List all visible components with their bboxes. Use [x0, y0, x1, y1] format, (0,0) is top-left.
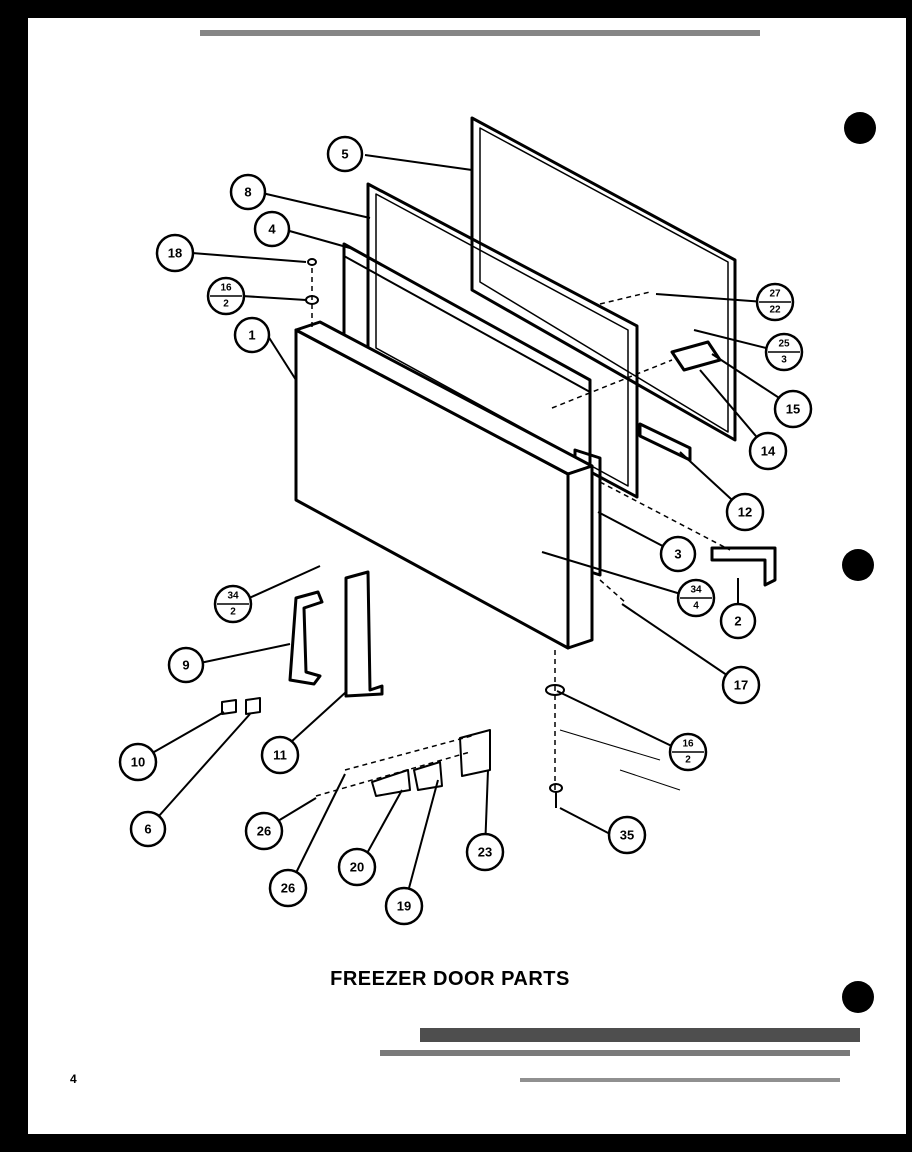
- callout-19: 19: [384, 886, 424, 926]
- part-35-pin: [549, 783, 563, 808]
- svg-text:34: 34: [227, 591, 239, 602]
- svg-text:10: 10: [131, 755, 145, 770]
- svg-text:2: 2: [223, 299, 229, 310]
- callout-26-lower: 26: [268, 868, 308, 908]
- svg-text:11: 11: [273, 748, 287, 763]
- svg-text:16: 16: [682, 739, 694, 750]
- svg-text:35: 35: [620, 828, 634, 843]
- registration-mark: [842, 981, 874, 1013]
- callout-12: 12: [725, 492, 765, 532]
- part-11-handle-bracket: [344, 570, 384, 698]
- callout-17: 17: [721, 665, 761, 705]
- callout-5: 5: [326, 135, 364, 173]
- part-20-bracket: [371, 769, 411, 797]
- assembly-lines: [311, 268, 731, 797]
- page-number: 4: [70, 1072, 77, 1086]
- svg-text:16: 16: [220, 283, 232, 294]
- callout-18: 18: [155, 233, 195, 273]
- diagram-title: FREEZER DOOR PARTS: [330, 968, 570, 990]
- scan-noise: [200, 30, 860, 1082]
- callout-2: 2: [719, 602, 757, 640]
- callout-16-over-2-lower: 162: [668, 732, 708, 772]
- part-9-handle: [288, 590, 324, 686]
- part-5-gasket: [470, 116, 737, 442]
- callout-34-over-4: 344: [676, 578, 716, 618]
- callout-16-over-2: 162: [206, 276, 246, 316]
- svg-text:34: 34: [690, 585, 702, 596]
- callout-20: 20: [337, 847, 377, 887]
- svg-text:3: 3: [674, 547, 681, 562]
- svg-text:12: 12: [738, 505, 752, 520]
- leader-lines: [139, 154, 794, 904]
- svg-text:2: 2: [734, 614, 741, 629]
- callout-1: 1: [233, 316, 271, 354]
- svg-text:22: 22: [769, 305, 781, 316]
- registration-mark: [842, 549, 874, 581]
- svg-text:19: 19: [397, 899, 411, 914]
- callout-11: 11: [260, 735, 300, 775]
- part-6-cap: [245, 697, 261, 715]
- svg-text:3: 3: [781, 355, 787, 366]
- svg-text:26: 26: [257, 824, 271, 839]
- callout-26: 26: [244, 811, 284, 851]
- svg-text:6: 6: [144, 822, 151, 837]
- svg-text:25: 25: [778, 339, 790, 350]
- svg-text:1: 1: [248, 328, 255, 343]
- callout-3: 3: [659, 535, 697, 573]
- svg-text:20: 20: [350, 860, 364, 875]
- callout-9: 9: [167, 646, 205, 684]
- callout-14: 14: [748, 431, 788, 471]
- callout-34-over-2: 342: [213, 584, 253, 624]
- svg-text:5: 5: [341, 147, 348, 162]
- svg-text:14: 14: [761, 444, 776, 459]
- part-19-bracket: [413, 761, 443, 791]
- callout-8: 8: [229, 173, 267, 211]
- part-1-door-panel: [294, 320, 594, 650]
- part-2-hinge: [710, 546, 777, 587]
- reference-lines: [559, 729, 681, 791]
- svg-text:15: 15: [786, 402, 800, 417]
- callout-15: 15: [773, 389, 813, 429]
- part-18-screw: [307, 258, 317, 266]
- callout-35: 35: [607, 815, 647, 855]
- svg-text:18: 18: [168, 246, 182, 261]
- svg-text:2: 2: [685, 755, 691, 766]
- svg-text:27: 27: [769, 289, 781, 300]
- svg-text:8: 8: [244, 185, 251, 200]
- svg-text:23: 23: [478, 845, 492, 860]
- part-10-cap: [221, 699, 237, 715]
- callout-25-over-3: 253: [764, 332, 804, 372]
- svg-text:4: 4: [268, 222, 276, 237]
- part-8-liner-frame: [366, 182, 639, 499]
- registration-mark: [844, 112, 876, 144]
- svg-text:17: 17: [734, 678, 748, 693]
- svg-text:2: 2: [230, 607, 236, 618]
- callout-6: 6: [129, 810, 167, 848]
- svg-text:26: 26: [281, 881, 295, 896]
- part-23-bracket: [459, 729, 491, 777]
- svg-text:4: 4: [693, 601, 699, 612]
- part-15-hinge-plate: [670, 340, 722, 372]
- callout-23: 23: [465, 832, 505, 872]
- svg-text:9: 9: [182, 658, 189, 673]
- callout-4: 4: [253, 210, 291, 248]
- callout-10: 10: [118, 742, 158, 782]
